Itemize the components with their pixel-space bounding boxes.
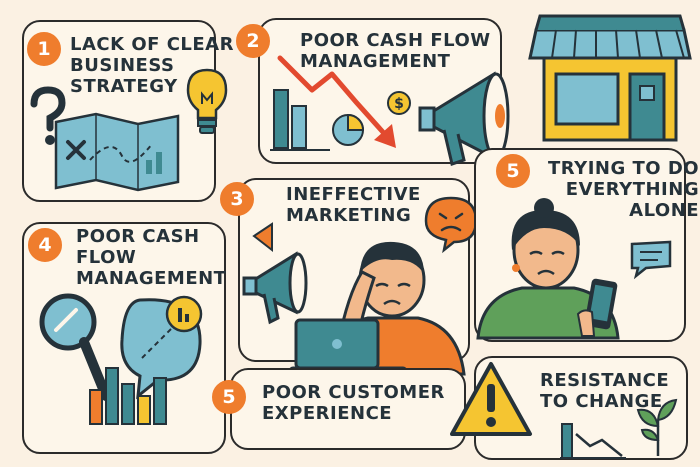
panel-6-title: POOR CUSTOMER EXPERIENCE	[262, 382, 445, 424]
coin-chart-badge-icon	[165, 295, 203, 333]
panel-4-title: POOR CASH FLOW MANAGEMENT	[76, 226, 227, 289]
panel-3-number-badge: 3	[220, 182, 254, 216]
bar-chart-icon	[270, 89, 330, 151]
dollar-coin-icon: $	[387, 91, 411, 115]
panel-5-title: TRYING TO DO EVERYTHING ALONE	[548, 158, 700, 221]
panel-2-title: POOR CASH FLOW MANAGEMENT	[300, 30, 491, 72]
bar-chart-icon	[89, 367, 167, 425]
lightbulb-icon	[186, 68, 228, 134]
panel-7-title: RESISTANCE TO CHANGE	[540, 370, 670, 412]
megaphone-icon	[242, 251, 308, 325]
downward-trend-arrow-icon	[277, 55, 396, 148]
message-bubble-icon	[630, 240, 672, 280]
panel-3-title: INEFFECTIVE MARKETING	[286, 184, 421, 226]
declining-chart-icon	[560, 423, 626, 459]
svg-text:$: $	[394, 96, 404, 112]
map-icon	[54, 112, 180, 192]
magnifier-icon	[39, 293, 111, 401]
panel-customer-experience	[230, 368, 466, 450]
panel-6-number-badge: 5	[212, 380, 246, 414]
question-mark-icon	[30, 86, 66, 145]
orange-flag-icon	[252, 222, 273, 253]
angry-face-bubble-icon	[424, 196, 478, 254]
panel-5-number-badge: 5	[496, 154, 530, 188]
warning-triangle-icon	[450, 362, 532, 436]
panel-1-number-badge: 1	[27, 32, 61, 66]
smartphone-icon	[576, 278, 618, 337]
storefront-icon	[528, 14, 692, 142]
plant-sprout-icon	[636, 398, 678, 456]
panel-2-number-badge: 2	[236, 24, 270, 58]
panel-4-number-badge: 4	[28, 228, 62, 262]
pie-chart-icon	[332, 113, 365, 146]
panel-1-title: LACK of CLEAR BUSINESS STRATEGY	[70, 34, 234, 97]
